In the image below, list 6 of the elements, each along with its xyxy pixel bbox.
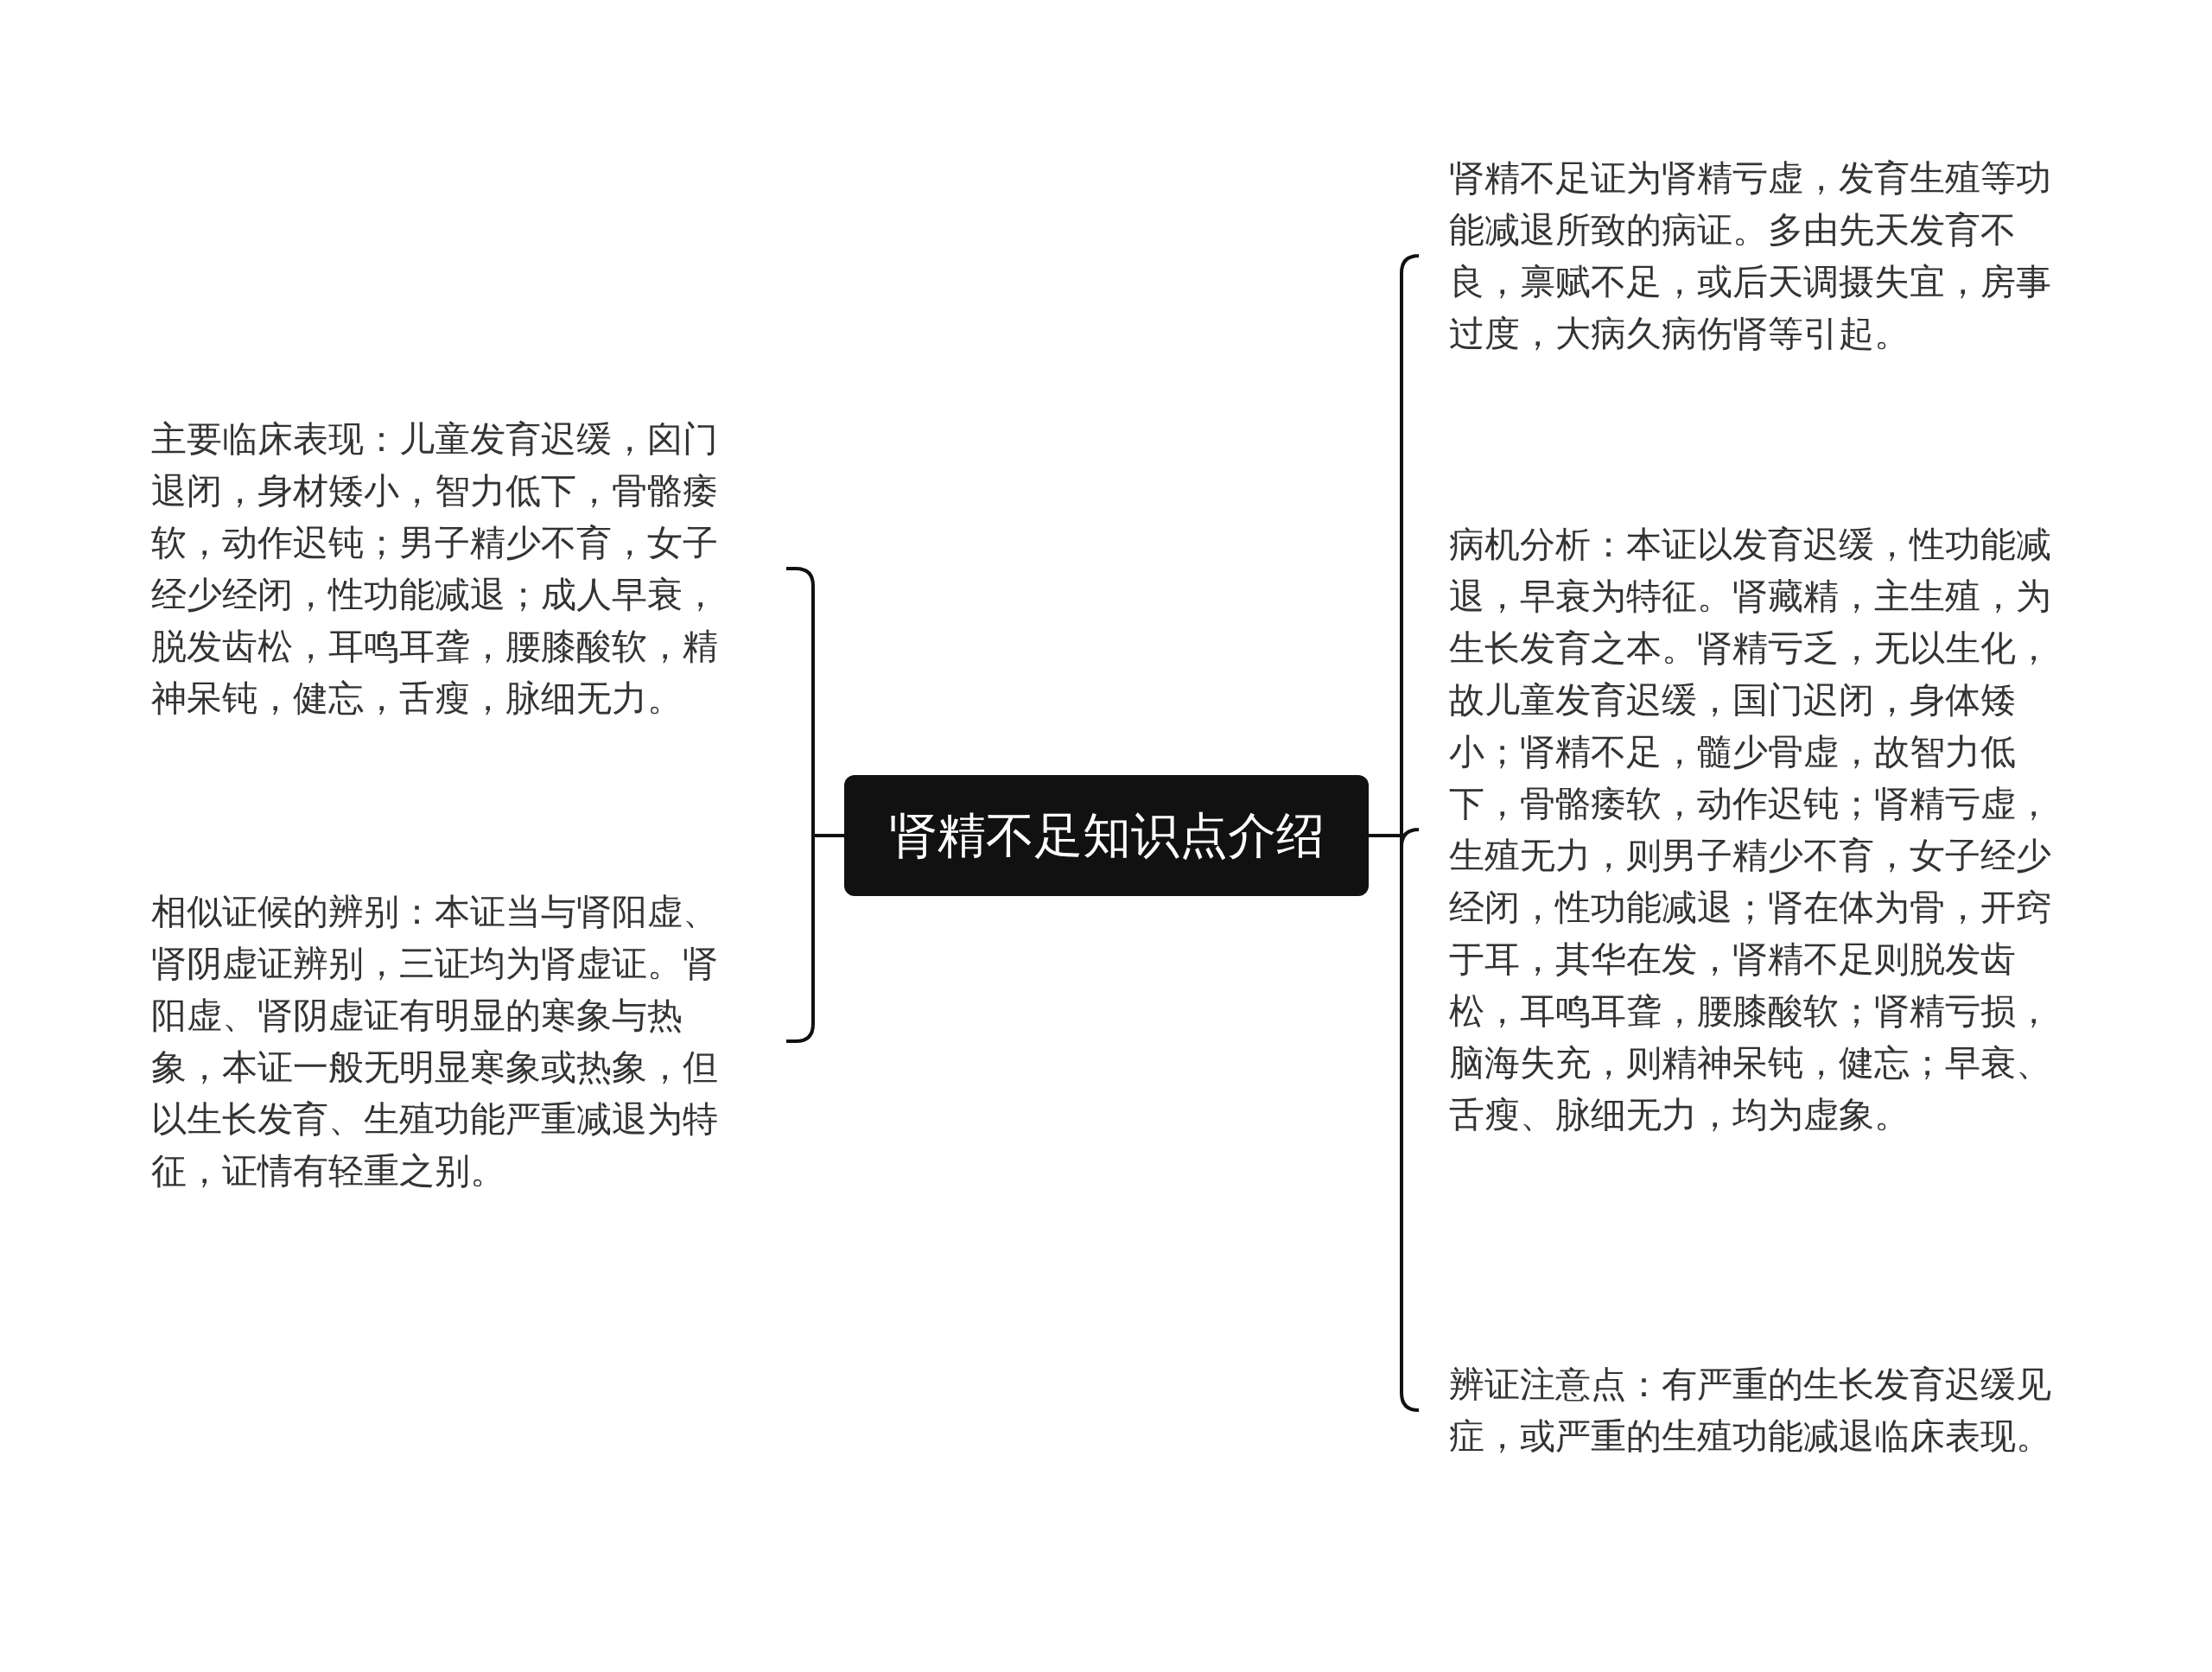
topic-text: 辨证注意点：有严重的生长发育迟缓见症，或严重的生殖功能减退临床表现。: [1418, 1358, 2053, 1462]
topic-text: 相似证候的辨别：本证当与肾阳虚、肾阴虚证辨别，三证均为肾虚证。肾阳虚、肾阴虚证有明显的寒象与热象，本证一般无明显寒象或热象，但以生长发育、生殖功能严重减退为特征，证情有轻重之别。: [151, 886, 786, 1197]
topic-text: 肾精不足证为肾精亏虚，发育生殖等功能减退所致的病证。多由先天发育不良，禀赋不足，或后天调摄失宜，房事过度，大病久病伤肾等引起。: [1418, 152, 2053, 359]
topic-text: 病机分析：本证以发育迟缓，性功能减退，早衰为特征。肾藏精，主生殖，为生长发育之本。肾精亏乏，无以生化，故儿童发育迟缓，国门迟闭，身体矮小；肾精不足，髓少骨虚，故智力低下，骨骼痿软，动作迟钝；肾精亏虚，生殖无力，则男子精少不育，女子经少经闭，性功能减退；肾在体为骨，开窍于耳，其华在发，肾精不足则脱发齿松，耳鸣耳聋，腰膝酸软；肾精亏损，脑海失充，则精神呆钝，健忘；早衰、舌瘦、脉细无力，均为虚象。: [1418, 518, 2053, 1141]
topic-text: 主要临床表现：儿童发育迟缓，囟门退闭，身材矮小，智力低下，骨骼痿软，动作迟钝；男子精少不育，女子经少经闭，性功能减退；成人早衰，脱发齿松，耳鸣耳聋，腰膝酸软，精神呆钝，健忘，舌瘦，脉细无力。: [151, 413, 786, 724]
central-topic-box: 肾精不足知识点介绍: [844, 775, 1369, 896]
